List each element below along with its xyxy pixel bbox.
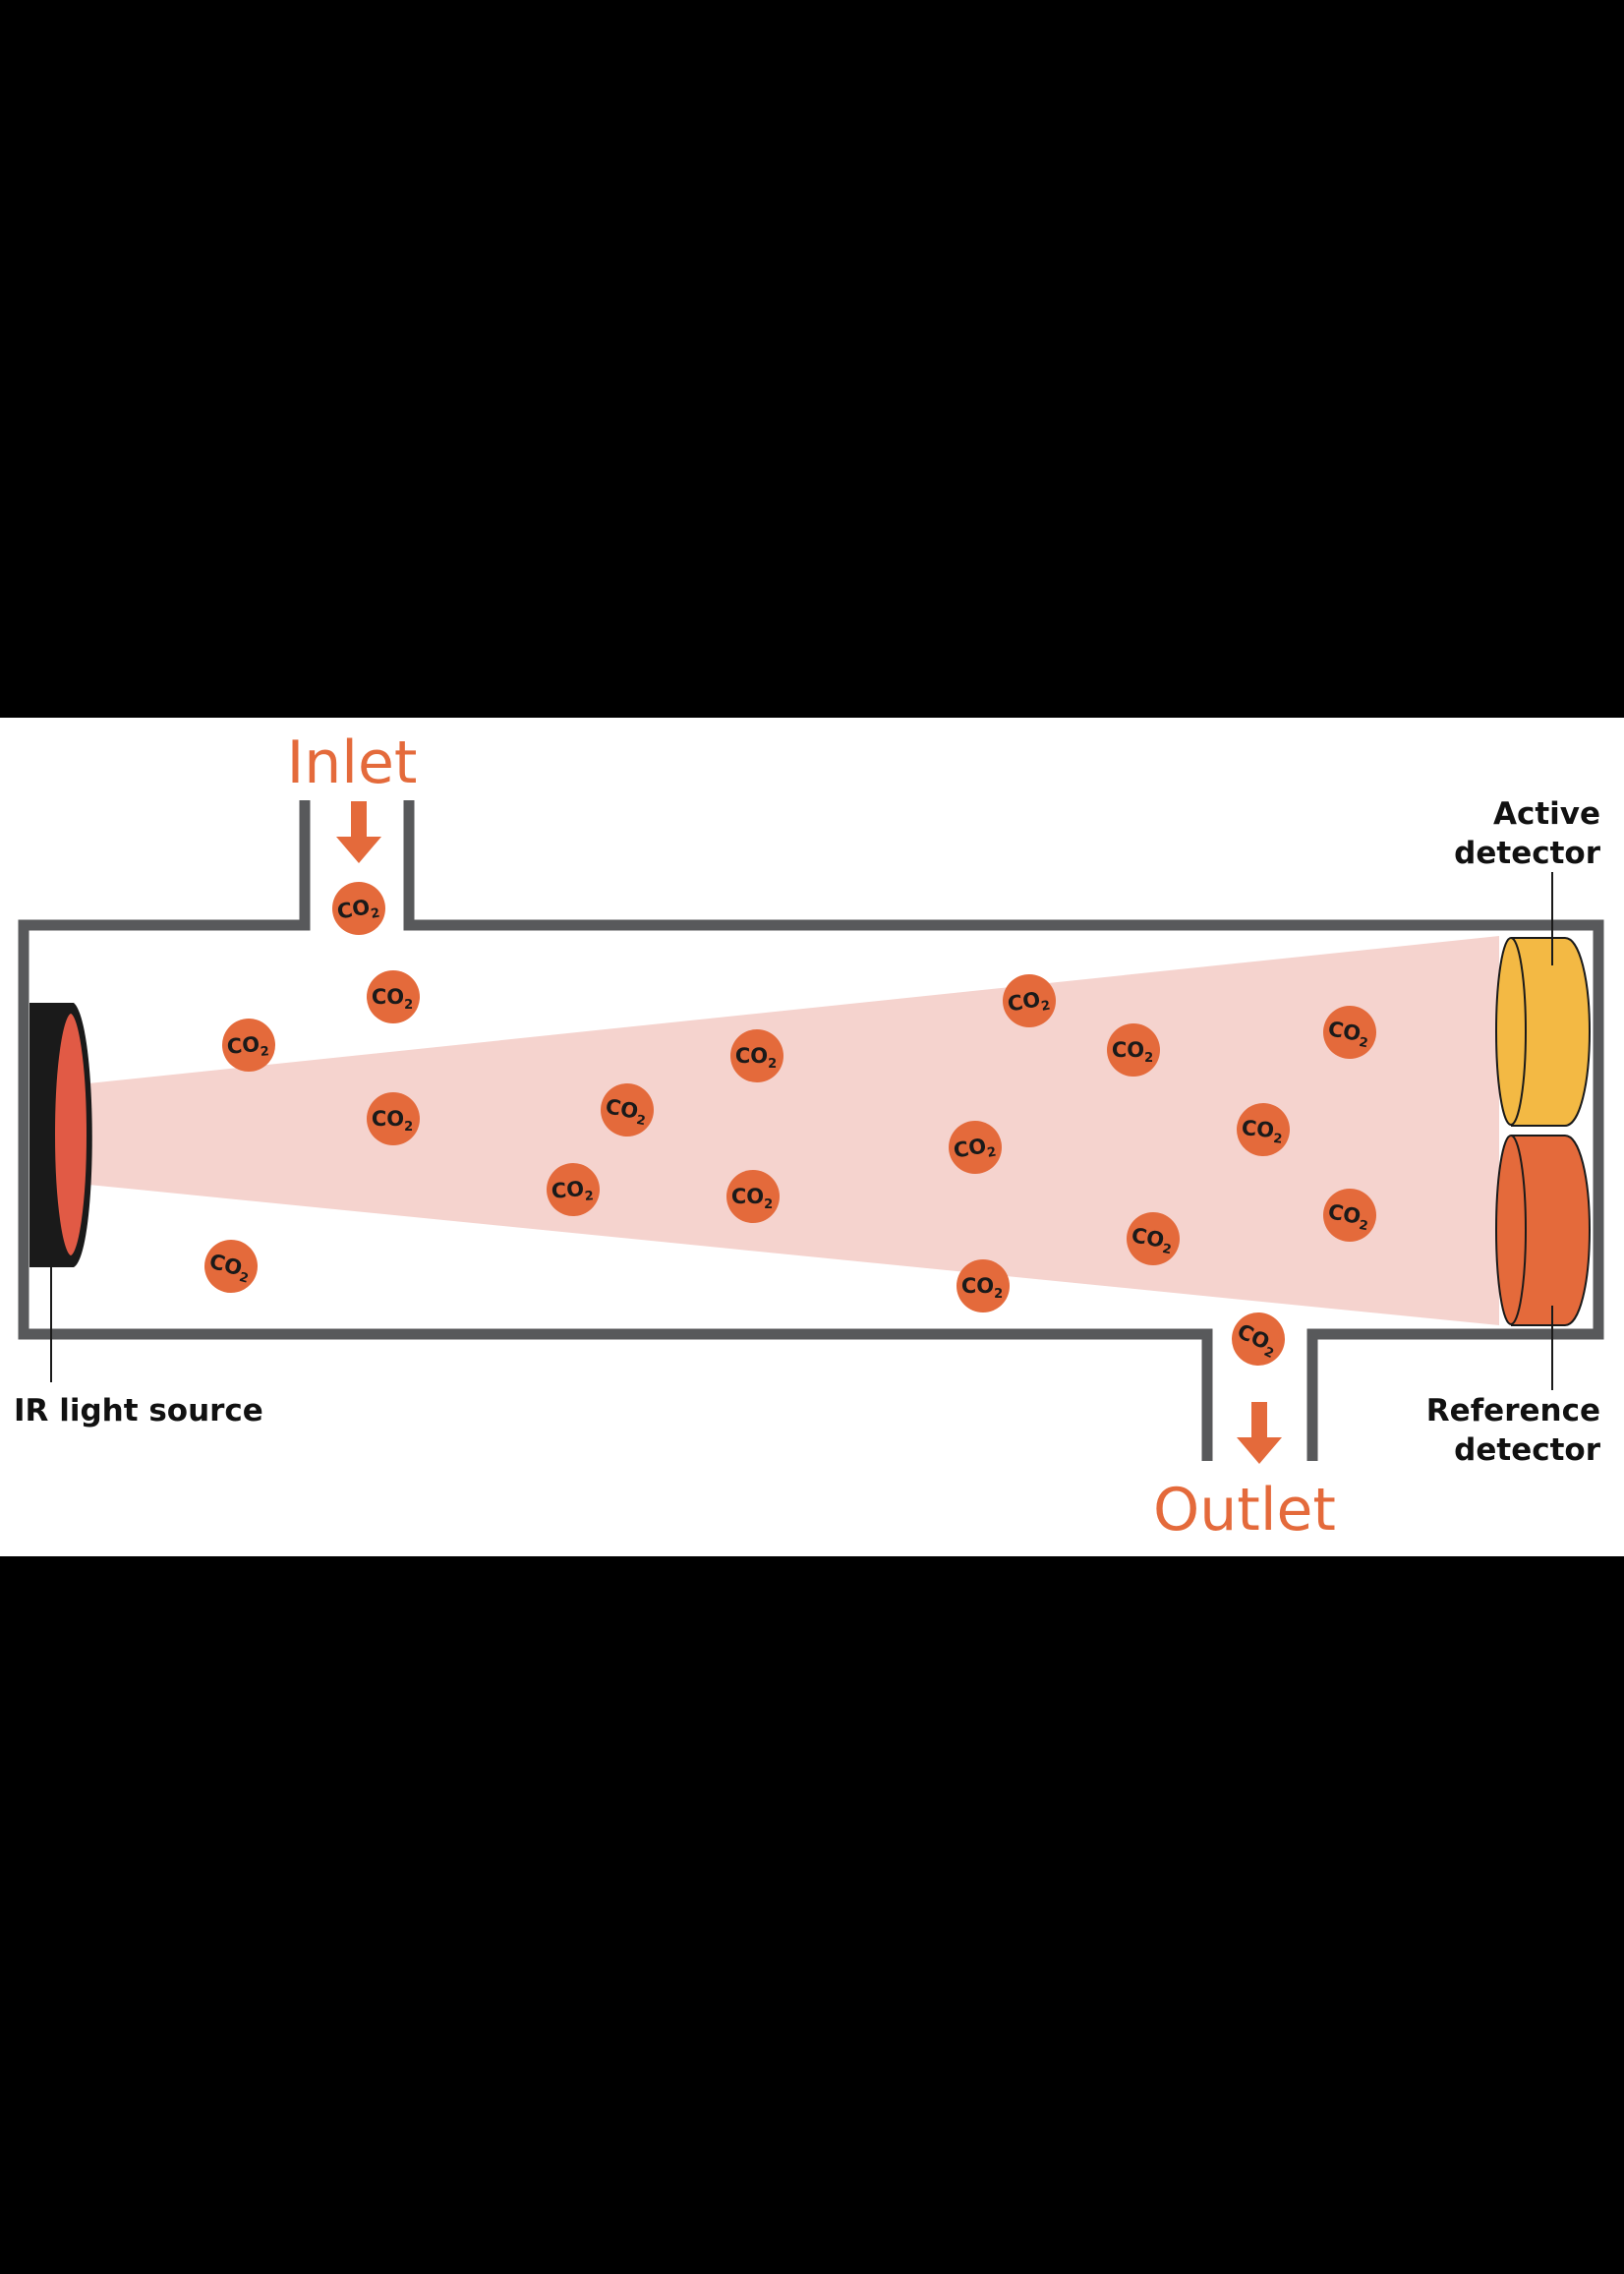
co2-molecule: CO2	[957, 1259, 1010, 1312]
co2-molecule: CO2	[1003, 974, 1056, 1027]
co2-molecule: CO2	[1237, 1103, 1290, 1156]
active-detector	[1495, 937, 1592, 1127]
ndir-sensor-diagram: Inlet Outlet IR light source Active dete…	[14, 729, 1604, 1545]
co2-molecule-circle	[332, 882, 385, 935]
ir-source-lens	[51, 1010, 90, 1259]
gas-chamber	[18, 800, 1604, 1461]
co2-molecule-circle	[367, 1092, 420, 1145]
chamber-upper-wall	[18, 800, 1213, 1461]
co2-molecule-circle	[1323, 1189, 1376, 1242]
co2-molecule-circle	[367, 970, 420, 1023]
co2-molecule: CO2	[222, 1019, 275, 1072]
co2-molecule-circle	[222, 1019, 275, 1072]
co2-molecule: CO2	[332, 882, 385, 935]
chamber-right-wall	[403, 800, 1604, 1461]
co2-molecule-circle	[601, 1083, 654, 1137]
co2-molecule: CO2	[730, 1029, 783, 1082]
co2-molecule: CO2	[367, 1092, 420, 1145]
co2-molecule: CO2	[204, 1240, 258, 1293]
active-detector-label-line-1: Active	[1493, 796, 1600, 832]
co2-molecule: CO2	[601, 1083, 654, 1137]
outlet-arrow-icon	[1237, 1402, 1282, 1464]
co2-molecule: CO2	[367, 970, 420, 1023]
co2-molecule: CO2	[1323, 1006, 1376, 1059]
co2-molecule: CO2	[1107, 1023, 1160, 1077]
reference-detector-label-line-2: detector	[1454, 1432, 1601, 1468]
co2-molecule-circle	[957, 1259, 1010, 1312]
inlet-label: Inlet	[287, 729, 418, 797]
inlet-arrow-icon	[336, 801, 381, 863]
active-detector-label-line-2: detector	[1454, 836, 1601, 871]
diagram-panel: Inlet Outlet IR light source Active dete…	[0, 718, 1624, 1556]
co2-molecule: CO2	[547, 1163, 600, 1216]
outlet-label: Outlet	[1153, 1476, 1336, 1545]
co2-molecule-circle	[204, 1240, 258, 1293]
reference-detector-label-line-1: Reference	[1426, 1393, 1600, 1429]
co2-molecule-circle	[1237, 1103, 1290, 1156]
co2-molecule: CO2	[726, 1170, 780, 1223]
co2-molecule-circle	[949, 1121, 1002, 1174]
co2-molecule-circle	[1003, 974, 1056, 1027]
ir-source-label: IR light source	[14, 1393, 263, 1429]
co2-molecule: CO2	[1232, 1312, 1285, 1366]
co2-molecule-circle	[547, 1163, 600, 1216]
co2-molecule: CO2	[949, 1121, 1002, 1174]
co2-molecule-circle	[726, 1170, 780, 1223]
reference-detector	[1495, 1135, 1592, 1326]
co2-molecule: CO2	[1323, 1189, 1376, 1242]
co2-molecule: CO2	[1127, 1212, 1180, 1265]
co2-molecule-circle	[1107, 1023, 1160, 1077]
co2-molecule-circle	[1127, 1212, 1180, 1265]
co2-molecule-label: CO2	[735, 1044, 777, 1072]
co2-molecule-circle	[1323, 1006, 1376, 1059]
co2-molecules: CO2CO2CO2CO2CO2CO2CO2CO2CO2CO2CO2CO2CO2C…	[204, 882, 1376, 1366]
co2-molecule-circle	[1232, 1312, 1285, 1366]
co2-molecule-circle	[730, 1029, 783, 1082]
ir-light-source	[29, 1003, 92, 1267]
